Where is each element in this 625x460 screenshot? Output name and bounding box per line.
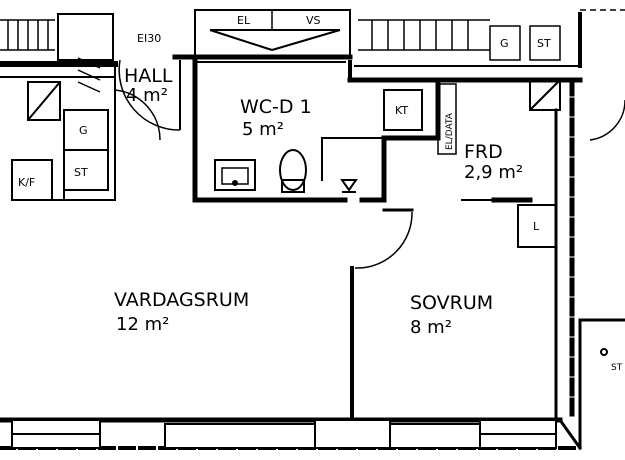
kf-box xyxy=(11,159,53,201)
label-vs: VS xyxy=(306,14,321,27)
wall-bottom-corner xyxy=(557,417,583,451)
label-g-top: G xyxy=(500,37,509,50)
room-area-sovrum: 8 m² xyxy=(410,317,452,338)
door-wc xyxy=(114,89,161,141)
shaft-top xyxy=(194,9,351,58)
label-el-data: EL/DATA xyxy=(445,112,455,150)
closet-box-top-left xyxy=(57,13,114,61)
label-el-top: EL xyxy=(237,14,251,27)
label-st-top: ST xyxy=(537,37,551,50)
door-right xyxy=(589,100,625,141)
room-name-sovrum: SOVRUM xyxy=(410,292,493,314)
room-area-hall: 4 m² xyxy=(126,85,168,106)
room-name-hall: HALL xyxy=(124,65,173,87)
room-area-frd: 2,9 m² xyxy=(464,162,523,183)
fixtures xyxy=(11,57,608,356)
toilet-wc xyxy=(279,149,307,191)
closet-g-top xyxy=(489,25,521,61)
room-area-vardagsrum: 12 m² xyxy=(116,314,169,335)
room-labels: HALL 4 m² WC-D 1 5 m² FRD 2,9 m² VARDAGS… xyxy=(114,65,523,338)
top-closets xyxy=(0,9,625,61)
room-name-frd: FRD xyxy=(464,141,503,163)
room-name-wc: WC-D 1 xyxy=(240,96,312,118)
fixture-labels: EI30 EL VS G ST G ST K/F KT EL/DATA L ST xyxy=(18,14,623,373)
st-left-box xyxy=(63,149,109,191)
window-bottom-4 xyxy=(389,423,481,449)
windows xyxy=(11,419,557,449)
label-st-left: ST xyxy=(74,166,88,179)
door-entrance xyxy=(118,59,181,131)
label-l: L xyxy=(533,220,540,233)
window-bottom-3 xyxy=(314,419,391,449)
floor-drain-icon xyxy=(340,179,358,192)
door-bedroom xyxy=(354,211,413,269)
label-st-right: ST xyxy=(611,363,623,373)
label-kt: KT xyxy=(395,104,408,117)
doors xyxy=(114,59,625,269)
label-kf: K/F xyxy=(18,176,35,189)
closet-st-top xyxy=(529,25,561,61)
room-name-vardagsrum: VARDAGSRUM xyxy=(114,289,249,311)
label-ei30: EI30 xyxy=(137,32,161,45)
el-data-box xyxy=(437,83,457,155)
shaft-left xyxy=(27,81,61,121)
window-bottom-2 xyxy=(164,423,316,449)
shaft-right xyxy=(529,79,561,111)
sink-wc xyxy=(214,159,256,191)
kt-box xyxy=(383,89,423,131)
label-g-left: G xyxy=(79,124,88,137)
l-box xyxy=(517,204,557,248)
room-area-wc: 5 m² xyxy=(242,119,284,140)
